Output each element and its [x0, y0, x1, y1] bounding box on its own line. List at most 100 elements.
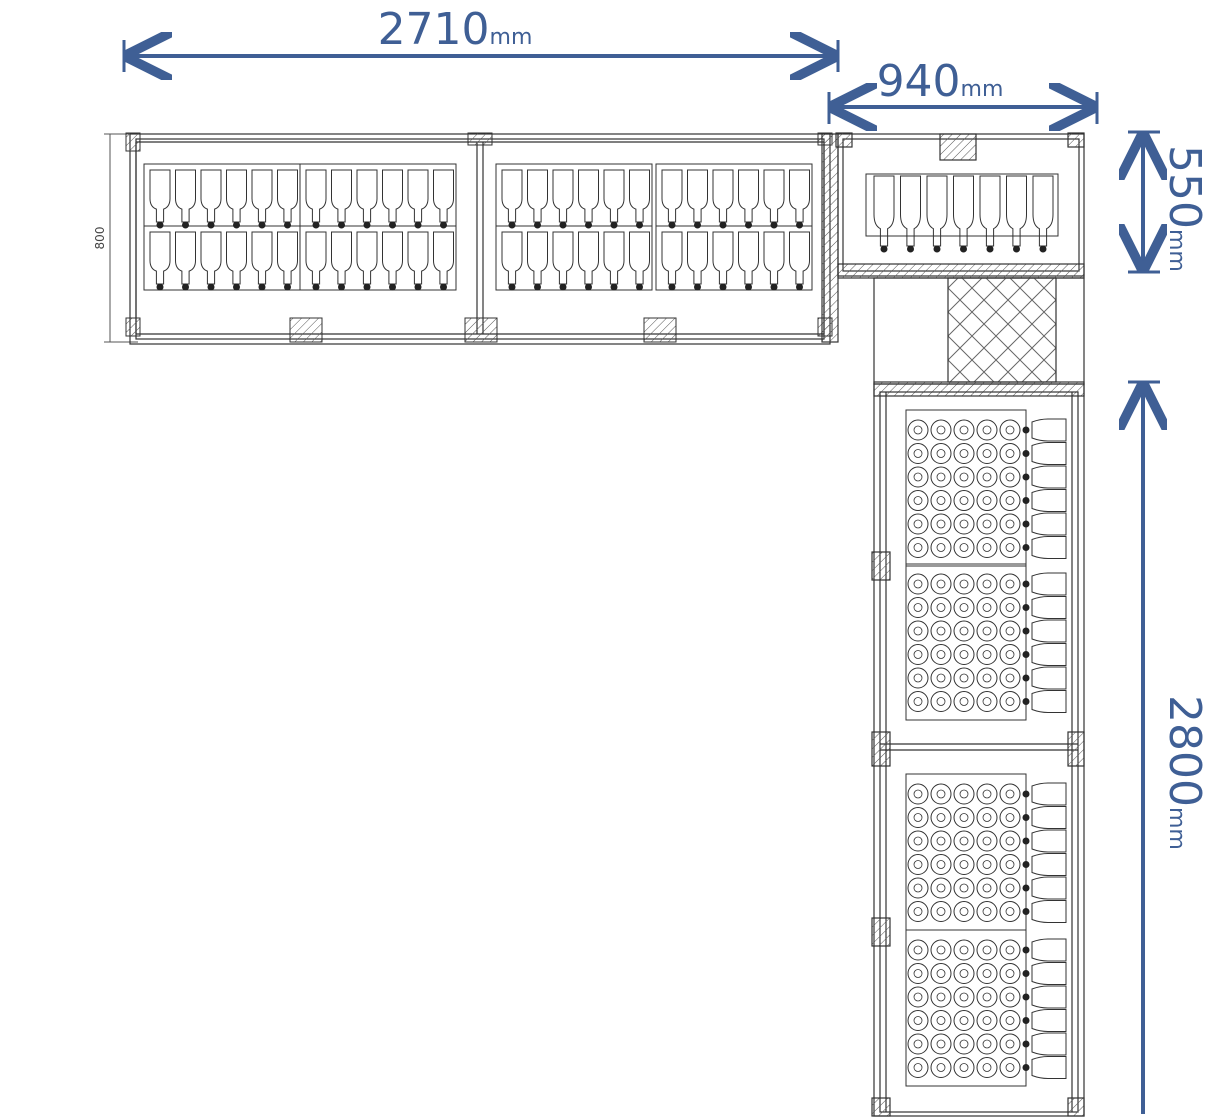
bottle-end	[930, 620, 952, 642]
bottle-end	[953, 1010, 975, 1031]
bottle-end	[999, 691, 1021, 712]
rack-frame	[143, 163, 301, 291]
bottle	[1031, 572, 1067, 596]
bottle-end	[907, 419, 929, 441]
bottle-end	[953, 986, 975, 1008]
bottle-end	[953, 490, 975, 511]
bottle-end	[907, 490, 929, 511]
bottle-end	[976, 667, 998, 689]
bottle-end	[999, 901, 1021, 922]
bottle-end	[999, 419, 1021, 441]
bottle-end	[953, 830, 975, 852]
bottle-end	[907, 986, 929, 1008]
bottle-end	[976, 513, 998, 535]
top-width-value: 2710	[378, 4, 490, 55]
bottle-end	[976, 443, 998, 464]
bottle-end	[930, 939, 952, 961]
bottle-end	[930, 597, 952, 618]
top-right-cabinet	[821, 132, 1085, 343]
bottle	[331, 169, 352, 223]
bottle-end	[999, 597, 1021, 618]
bottle	[226, 169, 247, 223]
bottle	[873, 175, 895, 247]
bottle-end	[907, 573, 929, 595]
bottle	[1031, 853, 1067, 876]
bottle	[1031, 690, 1067, 713]
bottle	[226, 231, 247, 285]
bottle-end	[907, 854, 929, 875]
svg-text:2800mm: 2800mm	[1159, 695, 1210, 850]
bottle-end	[930, 877, 952, 899]
bottle	[149, 169, 171, 223]
dimension-top-width: 2710mm	[122, 4, 840, 72]
bottle	[712, 169, 734, 223]
bottle	[552, 231, 574, 285]
bottle-end	[907, 513, 929, 535]
dimension-right-width: 940mm	[827, 56, 1099, 124]
bottle-end	[953, 877, 975, 899]
bottle-end	[999, 490, 1021, 511]
bottle-end	[999, 1010, 1021, 1031]
top-right-bottle-rack	[865, 173, 1059, 253]
bottle-end	[999, 644, 1021, 665]
bottle-end	[907, 1057, 929, 1078]
bottle	[305, 169, 327, 223]
svg-text:550mm: 550mm	[1159, 145, 1210, 272]
bottle	[175, 231, 196, 285]
rack-frame	[299, 163, 457, 291]
bottle	[1031, 465, 1067, 489]
top-bottle-racks	[143, 163, 813, 291]
rack-frame	[905, 563, 1027, 721]
bottle	[433, 231, 454, 285]
bottle-end	[907, 877, 929, 899]
bottle	[1031, 1009, 1067, 1032]
bottle-end	[976, 490, 998, 511]
bottle-end	[907, 691, 929, 712]
bottle-end	[999, 830, 1021, 852]
bottle-end	[953, 537, 975, 558]
bottle-end	[953, 1057, 975, 1078]
bottle-end	[907, 901, 929, 922]
bottle	[603, 231, 625, 285]
bottle-end	[930, 490, 952, 511]
bottle-end	[930, 830, 952, 852]
rack-frame	[865, 173, 1059, 237]
bottle	[251, 231, 273, 285]
bottle	[789, 231, 810, 285]
bottle-end	[907, 466, 929, 488]
bottle-end	[999, 513, 1021, 535]
bottle	[953, 175, 974, 247]
bottle-end	[953, 466, 975, 488]
bottle-end	[976, 830, 998, 852]
bottle-end	[999, 963, 1021, 984]
bottle-end	[953, 807, 975, 828]
bottle	[501, 231, 523, 285]
bottle-end	[907, 597, 929, 618]
bottle-end	[930, 1033, 952, 1055]
bottle-end	[999, 466, 1021, 488]
bottle	[926, 175, 948, 247]
bottle	[738, 169, 759, 223]
bottle-end	[976, 1010, 998, 1031]
bottle	[277, 169, 298, 223]
bottle	[200, 169, 222, 223]
bottle-end	[930, 691, 952, 712]
bottle-end	[930, 1057, 952, 1078]
bottle	[1031, 829, 1067, 853]
bottle-end	[976, 807, 998, 828]
bottle	[552, 169, 574, 223]
bottle	[1031, 643, 1067, 666]
bottle-end	[953, 419, 975, 441]
bottle	[175, 169, 196, 223]
bottle	[149, 231, 171, 285]
bottle-end	[999, 854, 1021, 875]
bottle-end	[976, 573, 998, 595]
bottle-end	[930, 644, 952, 665]
bottle	[1031, 418, 1067, 442]
rack-frame	[495, 163, 653, 291]
bottle	[1031, 442, 1067, 465]
bottle	[738, 231, 759, 285]
bottle	[407, 231, 429, 285]
bottle	[1031, 985, 1067, 1009]
bottle	[687, 231, 708, 285]
